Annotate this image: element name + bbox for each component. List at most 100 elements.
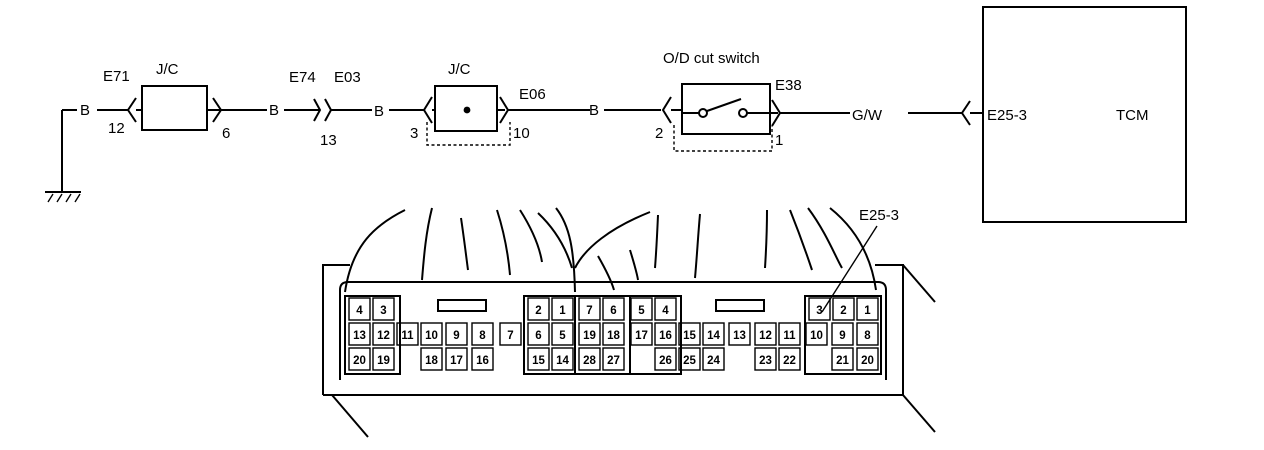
- junction-connector-2: [404, 85, 590, 146]
- wire-color-gw: G/W: [852, 107, 883, 124]
- connector-pin-42: 26: [654, 347, 677, 371]
- ground-wire-color: B: [80, 102, 90, 119]
- connector-pin-29: 11: [778, 322, 801, 346]
- pin-label: 17: [635, 330, 648, 342]
- connector-pin-10: 2: [832, 297, 855, 321]
- connector-pin-39: 14: [551, 347, 574, 371]
- pin-label: 3: [380, 305, 386, 317]
- pin-label: 5: [559, 330, 566, 342]
- e38-pin-1: 1: [775, 132, 783, 149]
- connector-pin-1: 4: [348, 297, 371, 321]
- connector-pin-4: 1: [551, 297, 574, 321]
- connector-pin-47: 21: [831, 347, 854, 371]
- connector-pin-44: 24: [702, 347, 725, 371]
- e03-connector-id: E03: [334, 69, 361, 86]
- e71-pin-6: 6: [222, 125, 230, 142]
- pin-label: 14: [556, 355, 569, 367]
- pin-label: 19: [583, 330, 596, 342]
- connector-pin-45: 23: [754, 347, 777, 371]
- pin-label: 17: [450, 355, 463, 367]
- pin-label: 13: [353, 330, 366, 342]
- pin-label: 6: [610, 305, 616, 317]
- connector-pin-15: 10: [420, 322, 443, 346]
- connector-callout-id: E25-3: [859, 207, 899, 224]
- e06-pin-3: 3: [410, 125, 418, 142]
- pin-label: 8: [864, 330, 871, 342]
- tcm-label: TCM: [1116, 107, 1149, 124]
- connector-pin-17: 8: [471, 322, 494, 346]
- pin-label: 21: [836, 355, 849, 367]
- pin-label: 8: [479, 330, 486, 342]
- pin-label: 15: [683, 330, 696, 342]
- pin-label: 20: [353, 355, 366, 367]
- connector-pin-5: 7: [578, 297, 601, 321]
- connector-pin-43: 25: [678, 347, 701, 371]
- connector-pin-8: 4: [654, 297, 677, 321]
- connector-pin-22: 18: [602, 322, 625, 346]
- pin-label: 13: [733, 330, 746, 342]
- pin-label: 25: [683, 355, 696, 367]
- connector-pin-27: 13: [728, 322, 751, 346]
- pin-label: 18: [425, 355, 438, 367]
- connector-pin-48: 20: [856, 347, 879, 371]
- switch-label: O/D cut switch: [663, 50, 760, 67]
- e38-pin-2: 2: [655, 125, 663, 142]
- jc2-label: J/C: [448, 61, 471, 78]
- pin-label: 6: [535, 330, 541, 342]
- pin-label: 24: [707, 355, 720, 367]
- e06-pin-10: 10: [513, 125, 530, 142]
- e06-connector-id: E06: [519, 86, 546, 103]
- pin-label: 15: [532, 355, 545, 367]
- tcm-module: [960, 6, 1187, 223]
- joint-connector: [313, 98, 372, 122]
- pin-label: 22: [783, 355, 796, 367]
- e74-connector-id: E74: [289, 69, 316, 86]
- wire-color-b-1: B: [269, 102, 279, 119]
- connector-pin-23: 17: [630, 322, 653, 346]
- pin-label: 2: [535, 305, 541, 317]
- pin-label: 9: [839, 330, 845, 342]
- connector-pin-21: 19: [578, 322, 601, 346]
- connector-face-view: E25-3 4 3 2 1 7 6 5 4 3 2 1 13 12 11 10 …: [322, 207, 936, 438]
- e71-connector-id: E71: [103, 68, 130, 85]
- connector-pin-30: 10: [805, 322, 828, 346]
- connector-pin-6: 6: [602, 297, 625, 321]
- pin-label: 20: [861, 355, 874, 367]
- connector-pin-26: 14: [702, 322, 725, 346]
- pin-label: 2: [840, 305, 846, 317]
- connector-pin-35: 18: [420, 347, 443, 371]
- schematic: B E71 J/C 12 6 B E74 E03 13 B: [45, 6, 1187, 223]
- pin-label: 3: [816, 305, 822, 317]
- pin-label: 1: [864, 305, 871, 317]
- connector-pin-32: 8: [856, 322, 879, 346]
- connector-housing: [322, 264, 936, 438]
- jc1-label: J/C: [156, 61, 179, 78]
- pin-label: 28: [583, 355, 596, 367]
- connector-pin-40: 28: [578, 347, 601, 371]
- pin-label: 11: [401, 330, 414, 342]
- pin-label: 1: [559, 305, 566, 317]
- pin-label: 10: [810, 330, 823, 342]
- connector-pin-24: 16: [654, 322, 677, 346]
- pin-label: 27: [607, 355, 620, 367]
- connector-pin-7: 5: [630, 297, 653, 321]
- connector-pin-34: 19: [372, 347, 395, 371]
- connector-pin-14: 11: [396, 322, 419, 346]
- pin-label: 11: [783, 330, 796, 342]
- pin-label: 12: [759, 330, 772, 342]
- connector-pin-36: 17: [445, 347, 468, 371]
- connector-pin-25: 15: [678, 322, 701, 346]
- e71-pin-12: 12: [108, 120, 125, 137]
- pin-label: 16: [659, 330, 672, 342]
- connector-pin-20: 5: [551, 322, 574, 346]
- connector-pin-33: 20: [348, 347, 371, 371]
- pin-label: 10: [425, 330, 438, 342]
- pin-group-outlines: [344, 295, 882, 375]
- od-cut-switch: [661, 83, 850, 152]
- pin-label: 7: [507, 330, 513, 342]
- connector-pin-9: 3: [808, 297, 831, 321]
- connector-pin-18: 7: [499, 322, 522, 346]
- ground-symbol: [45, 109, 81, 203]
- pin-label: 19: [377, 355, 390, 367]
- pin-label: 12: [377, 330, 390, 342]
